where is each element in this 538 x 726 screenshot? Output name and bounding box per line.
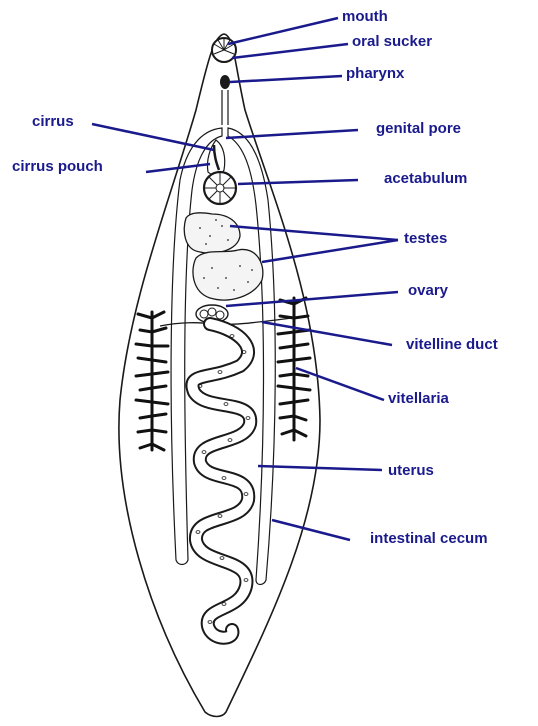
label-pharynx: pharynx — [346, 65, 404, 83]
label-acetabulum: acetabulum — [384, 170, 467, 188]
label-testes: testes — [404, 230, 447, 248]
anterior-testis — [184, 213, 240, 253]
label-ovary: ovary — [408, 282, 448, 300]
label-uterus: uterus — [388, 462, 434, 480]
label-oral-sucker: oral sucker — [352, 33, 432, 51]
leader-oral-sucker — [232, 44, 348, 58]
label-vitellaria: vitellaria — [388, 390, 449, 408]
acetabulum-shape — [204, 172, 236, 204]
leader-pharynx — [230, 76, 342, 82]
label-cirrus: cirrus — [32, 113, 74, 131]
label-genital-pore: genital pore — [376, 120, 461, 138]
label-cirrus-pouch: cirrus pouch — [12, 158, 103, 176]
leader-mouth — [228, 18, 338, 44]
pharynx-shape — [220, 75, 230, 89]
label-intestinal-cecum: intestinal cecum — [370, 530, 488, 548]
label-vitelline-duct: vitelline duct — [406, 336, 498, 354]
label-mouth: mouth — [342, 8, 388, 26]
